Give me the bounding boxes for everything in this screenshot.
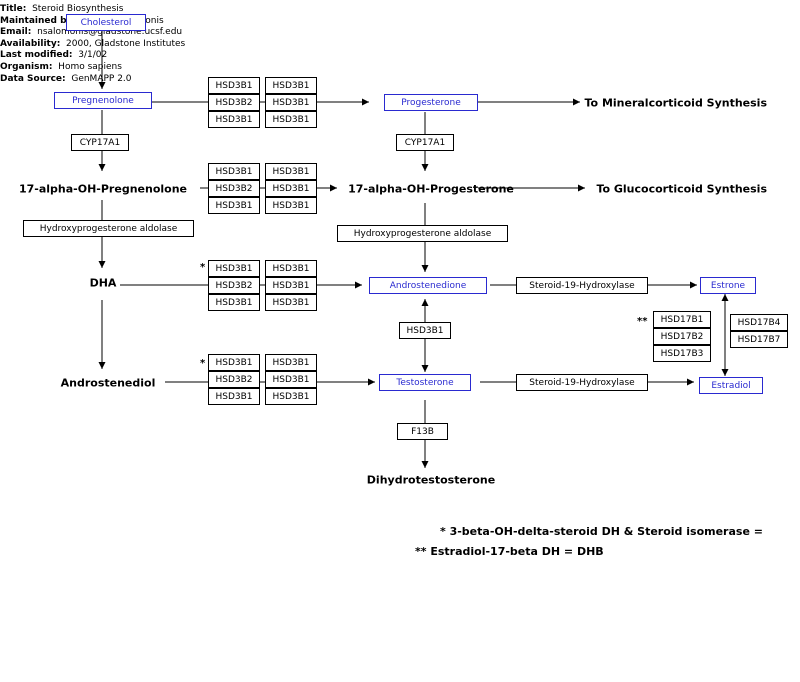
gene-hydroxyprogesterone-aldolase[interactable]: Hydroxyprogesterone aldolase xyxy=(337,225,508,242)
gene-cyp17a1[interactable]: CYP17A1 xyxy=(396,134,454,151)
gene-hsd3b2[interactable]: HSD3B2 xyxy=(208,180,260,197)
gene-hsd3b1[interactable]: HSD3B1 xyxy=(208,354,260,371)
gene-hsd3b1[interactable]: HSD3B1 xyxy=(265,354,317,371)
gene-hsd3b1[interactable]: HSD3B1 xyxy=(208,260,260,277)
gene-hsd17b1[interactable]: HSD17B1 xyxy=(653,311,711,328)
label-dihydrotestosterone: Dihydrotestosterone xyxy=(366,473,496,487)
label-dha: DHA xyxy=(89,276,117,290)
gene-hsd3b1[interactable]: HSD3B1 xyxy=(208,111,260,128)
gene-hsd3b1[interactable]: HSD3B1 xyxy=(265,180,317,197)
gene-hsd3b1[interactable]: HSD3B1 xyxy=(208,163,260,180)
gene-hsd3b1[interactable]: HSD3B1 xyxy=(208,197,260,214)
info-email: Email: nsalomonis@gladstone.ucsf.edu xyxy=(0,27,183,38)
gene-hsd3b1[interactable]: HSD3B1 xyxy=(265,388,317,405)
gene-cyp17a1[interactable]: CYP17A1 xyxy=(71,134,129,151)
label-mineralocorticoid: To Mineralcorticoid Synthesis xyxy=(584,96,767,110)
gene-hsd3b2[interactable]: HSD3B2 xyxy=(208,371,260,388)
marker-single-star: * xyxy=(200,358,206,369)
info-availability: Availability: 2000, Gladstone Institutes xyxy=(0,38,186,49)
gene-hsd3b1[interactable]: HSD3B1 xyxy=(208,388,260,405)
gene-hsd3b1[interactable]: HSD3B1 xyxy=(399,322,451,339)
label-oh-pregnenolone: 17-alpha-OH-Pregnenolone xyxy=(18,182,188,196)
gene-hsd17b3[interactable]: HSD17B3 xyxy=(653,345,711,362)
gene-hydroxyprogesterone-aldolase[interactable]: Hydroxyprogesterone aldolase xyxy=(23,220,194,237)
gene-hsd17b7[interactable]: HSD17B7 xyxy=(730,331,788,348)
metabolite-pregnenolone[interactable]: Pregnenolone xyxy=(54,92,152,109)
gene-hsd3b1[interactable]: HSD3B1 xyxy=(265,371,317,388)
info-source: Data Source: GenMAPP 2.0 xyxy=(0,73,132,84)
metabolite-estradiol[interactable]: Estradiol xyxy=(699,377,763,394)
gene-hsd17b4[interactable]: HSD17B4 xyxy=(730,314,788,331)
gene-hsd3b1[interactable]: HSD3B1 xyxy=(265,77,317,94)
info-organism: Organism: Homo sapiens xyxy=(0,62,122,72)
gene-hsd17b2[interactable]: HSD17B2 xyxy=(653,328,711,345)
metabolite-cholesterol[interactable]: Cholesterol xyxy=(66,14,146,31)
gene-hsd3b1[interactable]: HSD3B1 xyxy=(265,197,317,214)
gene-hsd3b1[interactable]: HSD3B1 xyxy=(208,77,260,94)
info-modified: Last modified: 3/1/02 xyxy=(0,50,108,61)
gene-hsd3b1[interactable]: HSD3B1 xyxy=(208,294,260,311)
gene-hsd3b1[interactable]: HSD3B1 xyxy=(265,94,317,111)
gene-hsd3b1[interactable]: HSD3B1 xyxy=(265,163,317,180)
gene-hsd3b1[interactable]: HSD3B1 xyxy=(265,294,317,311)
metabolite-testosterone[interactable]: Testosterone xyxy=(379,374,471,391)
footnote-double-star: ** Estradiol-17-beta DH = DHB xyxy=(415,545,604,558)
gene-hsd3b1[interactable]: HSD3B1 xyxy=(265,277,317,294)
info-title: Title: Steroid Biosynthesis xyxy=(0,4,124,14)
label-glucocorticoid: To Glucocorticoid Synthesis xyxy=(596,182,767,196)
metabolite-androstenedione[interactable]: Androstenedione xyxy=(369,277,487,294)
footnote-single-star: * 3-beta-OH-delta-steroid DH & Steroid i… xyxy=(440,525,763,538)
label-androstenediol: Androstenediol xyxy=(60,376,156,390)
gene-hsd3b1[interactable]: HSD3B1 xyxy=(265,260,317,277)
gene-hsd3b1[interactable]: HSD3B1 xyxy=(265,111,317,128)
gene-steroid-19-hydroxylase[interactable]: Steroid-19-Hydroxylase xyxy=(516,374,648,391)
label-oh-progesterone: 17-alpha-OH-Progesterone xyxy=(348,182,514,196)
marker-single-star: * xyxy=(200,262,206,273)
gene-hsd3b2[interactable]: HSD3B2 xyxy=(208,277,260,294)
metabolite-progesterone[interactable]: Progesterone xyxy=(384,94,478,111)
gene-hsd3b2[interactable]: HSD3B2 xyxy=(208,94,260,111)
metabolite-estrone[interactable]: Estrone xyxy=(700,277,756,294)
gene-steroid-19-hydroxylase[interactable]: Steroid-19-Hydroxylase xyxy=(516,277,648,294)
gene-f13b[interactable]: F13B xyxy=(397,423,448,440)
marker-double-star: ** xyxy=(637,316,648,327)
